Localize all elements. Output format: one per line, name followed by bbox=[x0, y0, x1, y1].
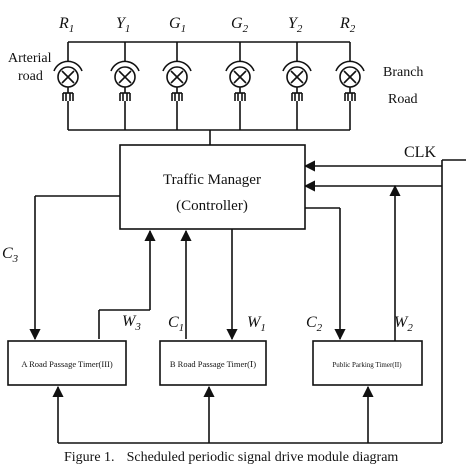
w1-label: W1 bbox=[247, 314, 266, 334]
signal-label-y2: Y2 bbox=[288, 15, 303, 35]
lamp-r2-icon bbox=[335, 60, 365, 102]
lamp-r1-icon bbox=[53, 60, 83, 102]
c3-label: C3 bbox=[2, 245, 19, 265]
branch-label-line1: Branch bbox=[383, 65, 423, 80]
manager-subtitle: (Controller) bbox=[176, 198, 248, 214]
signal-label-g2: G2 bbox=[231, 15, 249, 35]
timer-a-box bbox=[7, 340, 127, 386]
manager-title: Traffic Manager bbox=[163, 172, 261, 188]
signal-label-g1: G1 bbox=[169, 15, 186, 35]
timer-b-label: B Road Passage Timer(Ⅰ) bbox=[170, 359, 256, 369]
timer-b-box bbox=[159, 340, 267, 386]
figure-caption: Figure 1.Scheduled periodic signal drive… bbox=[64, 450, 398, 465]
arterial-label-line1: Arterial bbox=[8, 51, 52, 66]
c2-label: C2 bbox=[306, 314, 323, 334]
signal-label-r1: R1 bbox=[58, 15, 74, 35]
signal-label-r2: R2 bbox=[339, 15, 356, 35]
w3-label: W3 bbox=[122, 313, 141, 333]
timer-c-box bbox=[312, 340, 423, 386]
traffic-manager-box bbox=[119, 144, 306, 230]
c1-label: C1 bbox=[168, 314, 184, 334]
lamp-g1-icon bbox=[162, 60, 192, 102]
timer-c-label: Public Parking Timer(II) bbox=[332, 361, 402, 369]
arterial-label-line2: road bbox=[18, 69, 43, 84]
lamp-y1-icon bbox=[110, 60, 140, 102]
branch-label-line2: Road bbox=[388, 92, 418, 107]
lamp-y2-icon bbox=[282, 60, 312, 102]
clk-label: CLK bbox=[404, 144, 436, 161]
w2-label: W2 bbox=[394, 314, 413, 334]
timer-a-label: A Road Passage Timer(III) bbox=[21, 359, 113, 369]
signal-label-y1: Y1 bbox=[116, 15, 130, 35]
lamp-g2-icon bbox=[225, 60, 255, 102]
